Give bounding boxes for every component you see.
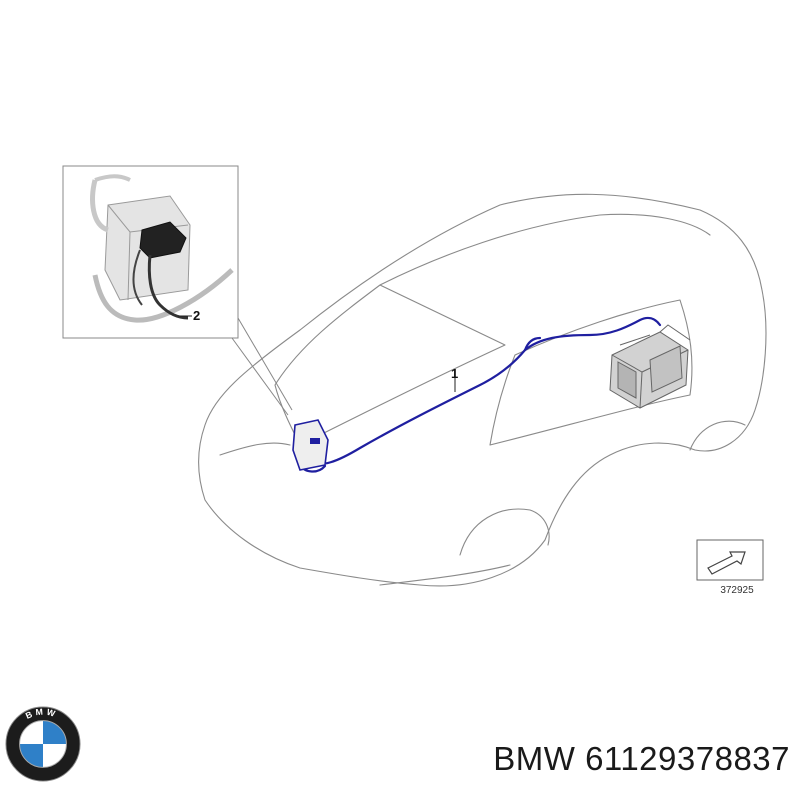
callout-label-1: 1 bbox=[451, 366, 459, 381]
part-number-caption: BMW 61129378837 bbox=[493, 740, 790, 777]
car-outline bbox=[198, 193, 767, 587]
reference-box bbox=[696, 539, 764, 581]
bmw-logo-icon: BMW bbox=[4, 705, 82, 783]
cable-harness bbox=[295, 316, 662, 473]
detail-inset bbox=[62, 165, 293, 416]
terminal-cover bbox=[139, 221, 187, 259]
callout-label-2: 2 bbox=[193, 308, 201, 323]
front-battery bbox=[292, 419, 329, 471]
battery-cable-detail bbox=[147, 254, 189, 320]
rear-module bbox=[609, 324, 691, 409]
reference-number: 372925 bbox=[720, 585, 754, 596]
